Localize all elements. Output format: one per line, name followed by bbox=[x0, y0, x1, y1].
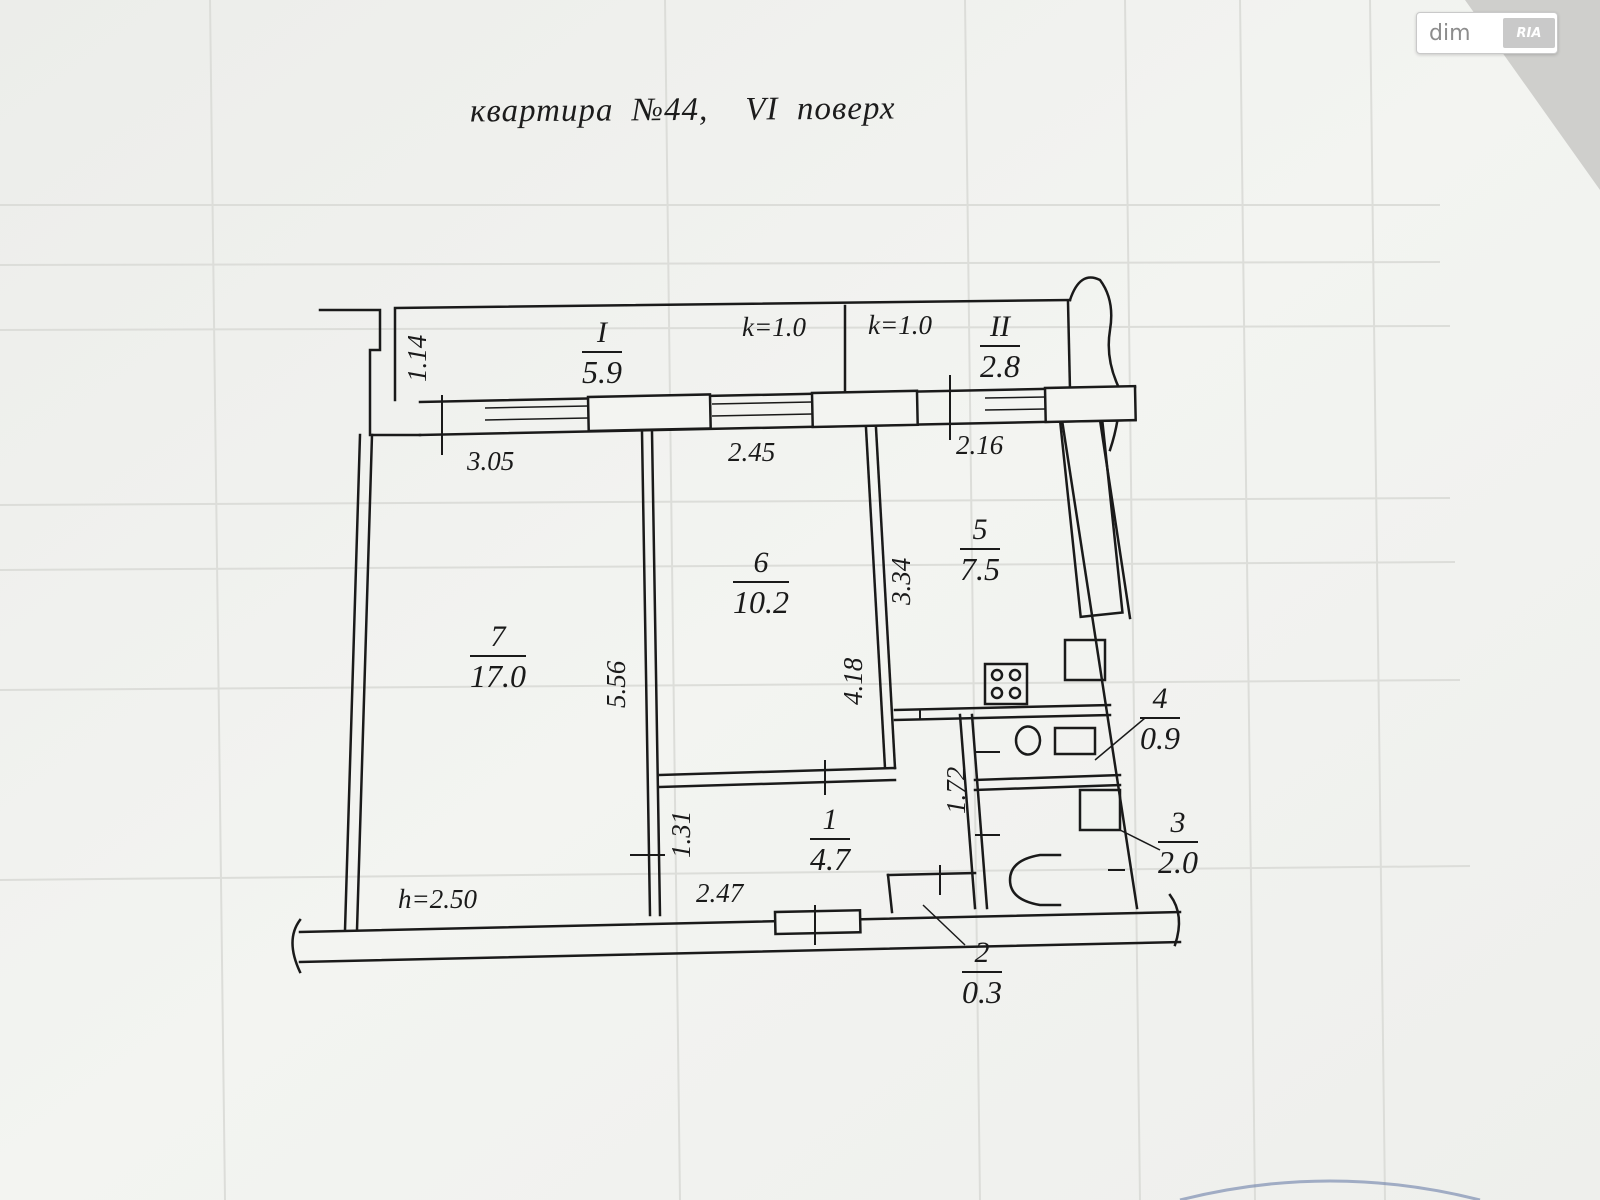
dim-room5-depth: 3.34 bbox=[886, 557, 916, 605]
upper-wall-inner bbox=[418, 418, 1137, 437]
dimension-ticks bbox=[441, 375, 1161, 946]
left-wall-jog bbox=[318, 308, 422, 437]
dim-room7-width: 3.05 bbox=[467, 446, 515, 476]
room-area: 0.3 bbox=[962, 974, 1002, 1010]
dim-balcony-depth: 1.14 bbox=[402, 334, 432, 382]
room-label-II: II 2.8 bbox=[980, 312, 1020, 382]
page-title: квартира №44, VI поверх bbox=[469, 90, 896, 130]
room-label-I: I 5.9 bbox=[582, 318, 622, 388]
balcony-coef-right: k=1.0 bbox=[868, 310, 932, 340]
dim-hall-width: 2.47 bbox=[696, 878, 744, 908]
room-number: I bbox=[582, 318, 622, 353]
sink-outline bbox=[1063, 638, 1107, 682]
left-wall-outer bbox=[343, 433, 362, 932]
room-label-5: 5 7.5 bbox=[960, 515, 1000, 585]
plan-walls bbox=[291, 276, 1182, 974]
room-number: 3 bbox=[1158, 808, 1198, 843]
room-area: 4.7 bbox=[810, 841, 850, 877]
room-label-1: 1 4.7 bbox=[810, 805, 850, 875]
break-line-bottom-left bbox=[291, 918, 302, 974]
bottom-wall-inner bbox=[298, 910, 1182, 934]
room-number: 7 bbox=[470, 622, 526, 657]
room-number: 6 bbox=[733, 548, 789, 583]
room-area: 0.9 bbox=[1140, 720, 1180, 756]
stamp-arc bbox=[1179, 1179, 1481, 1200]
watermark-badge: RIA bbox=[1503, 18, 1555, 48]
room-area: 2.8 bbox=[980, 348, 1020, 384]
balcony-coef-left: k=1.0 bbox=[742, 312, 806, 342]
watermark-text: dim bbox=[1429, 20, 1471, 46]
dim-hall-depth: 1.72 bbox=[941, 766, 971, 814]
bottom-wall-outer bbox=[298, 940, 1182, 964]
show-through-lines bbox=[0, 0, 1471, 1200]
room-label-6: 6 10.2 bbox=[733, 548, 789, 618]
balcony-right-post bbox=[1066, 300, 1072, 392]
room-area: 7.5 bbox=[960, 551, 1000, 587]
room-label-4: 4 0.9 bbox=[1140, 684, 1180, 754]
dim-ria-watermark: dim RIA bbox=[1416, 12, 1558, 54]
room-area: 17.0 bbox=[470, 658, 526, 694]
room-number: 1 bbox=[810, 805, 850, 840]
dim-room6-depth: 4.18 bbox=[838, 657, 868, 705]
bathtub-end bbox=[1008, 853, 1062, 907]
dim-corridor-depth: 1.31 bbox=[666, 810, 696, 858]
room-number: 4 bbox=[1140, 684, 1180, 719]
room-area: 10.2 bbox=[733, 584, 789, 620]
room-area: 5.9 bbox=[582, 354, 622, 390]
dim-room6-width: 2.45 bbox=[728, 437, 776, 467]
room-label-7: 7 17.0 bbox=[470, 622, 526, 692]
dim-room5-width: 2.16 bbox=[956, 430, 1004, 460]
upper-wall-outer bbox=[418, 385, 1137, 404]
toilet-bowl bbox=[1014, 725, 1042, 756]
left-wall-inner bbox=[355, 433, 374, 932]
balcony-outer-wall bbox=[393, 298, 1072, 310]
ceiling-height-label: h=2.50 bbox=[398, 884, 477, 914]
dim-room7-depth: 5.56 bbox=[601, 660, 631, 708]
room-label-3: 3 2.0 bbox=[1158, 808, 1198, 878]
windows bbox=[484, 384, 1137, 936]
room-number: II bbox=[980, 312, 1020, 347]
room-number: 5 bbox=[960, 515, 1000, 550]
room-area: 2.0 bbox=[1158, 844, 1198, 880]
room-number: 2 bbox=[962, 938, 1002, 973]
stove-outline bbox=[983, 662, 1029, 706]
break-line-bottom-right bbox=[1168, 893, 1181, 947]
washbasin-outline bbox=[1078, 788, 1122, 832]
room-label-2: 2 0.3 bbox=[962, 938, 1002, 1008]
